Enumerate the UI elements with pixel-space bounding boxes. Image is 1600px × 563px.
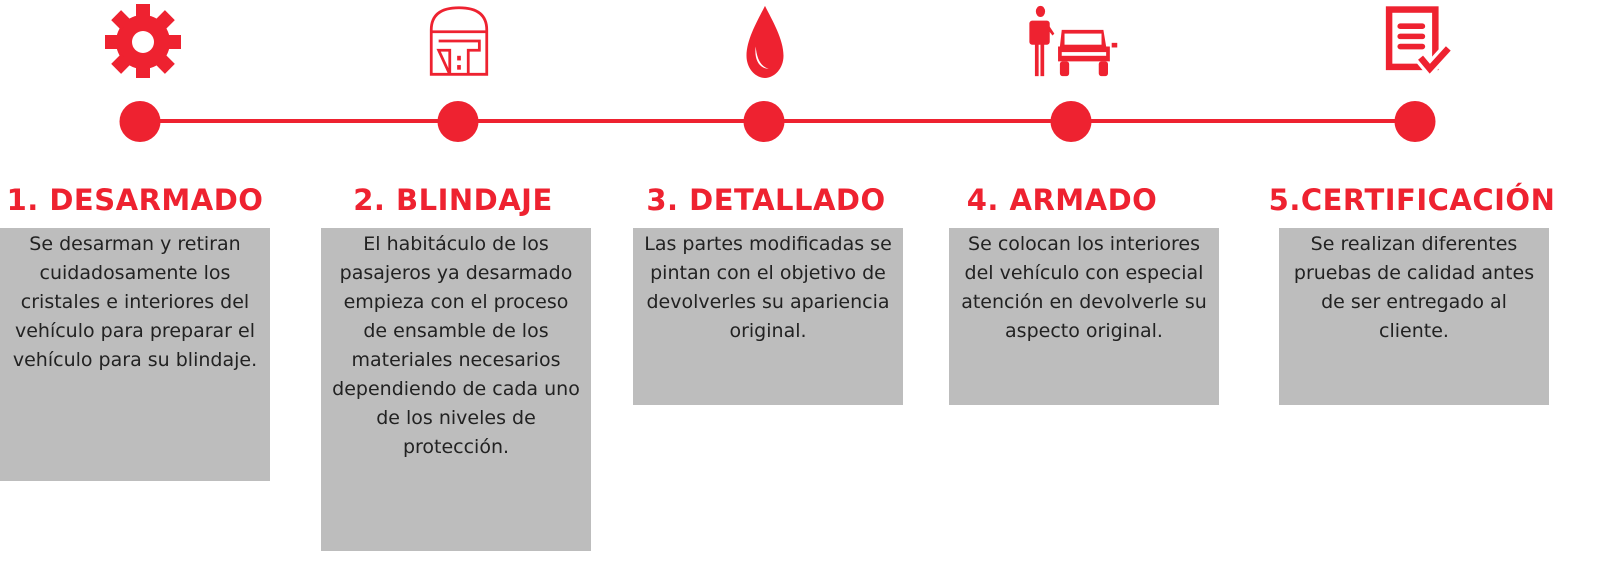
timeline-dot-2 [437,101,479,142]
step-description-2: El habitáculo de los pasajeros ya desarm… [321,228,591,551]
timeline-dot-4 [1050,101,1092,142]
step-title-4: 4. ARMADO [966,183,1158,217]
armor-shield-icon [429,6,489,76]
timeline-dot-5 [1394,101,1436,142]
timeline-dot-1 [119,101,161,142]
step-description-4: Se colocan los interiores del vehículo c… [949,228,1219,405]
gear-icon [105,4,181,78]
step-title-2: 2. BLINDAJE [353,183,553,217]
step-description-1: Se desarman y retiran cuidadosamente los… [0,228,270,481]
checklist-document-icon [1385,6,1454,78]
step-title-5: 5.CERTIFICACIÓN [1268,183,1556,217]
timeline-dot-3 [743,101,785,142]
step-description-5: Se realizan diferentes pruebas de calida… [1279,228,1549,405]
step-title-1: 1. DESARMADO [6,183,264,217]
person-car-icon [1029,5,1118,77]
step-description-3: Las partes modificadas se pintan con el … [633,228,903,405]
step-title-3: 3. DETALLADO [646,183,886,217]
paint-drop-icon [746,5,784,78]
